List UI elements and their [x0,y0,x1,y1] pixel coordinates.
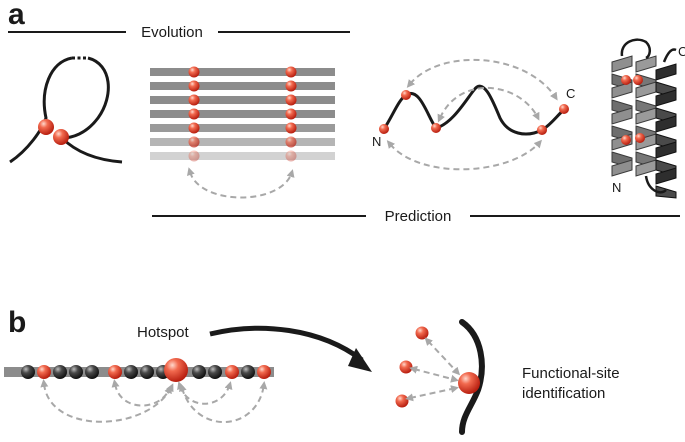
folded-chain [9,56,123,164]
functional-label-line2: identification [522,385,605,402]
helix-terminus-c: C [678,44,685,59]
panel-a-letter: a [8,0,25,31]
evolution-label: Evolution [141,24,203,41]
hotspot-residue [164,358,188,382]
residue-chain [4,358,274,382]
hotspot-arrowhead [348,348,372,372]
contact-residue-1 [38,119,54,135]
sequence-alignment [150,66,335,199]
prediction-label: Prediction [385,208,452,225]
hotspot-curved-arrow [209,325,364,362]
hotspot-label: Hotspot [137,324,190,341]
functional-hotspot [458,372,480,394]
panel-b-letter: b [8,306,26,339]
contact-prediction-chain: N C [372,58,575,171]
functional-site [395,319,485,435]
hotspot-coupling-arrows [40,379,268,424]
chain-terminus-c: C [566,86,575,101]
helix-bundle-structure: C N [611,38,685,199]
functional-label-line1: Functional-site [522,365,620,382]
chain-terminus-n: N [372,134,381,149]
helix-terminus-n: N [612,180,621,195]
contact-residue-2 [53,129,69,145]
coevolution-arrow [187,167,295,199]
